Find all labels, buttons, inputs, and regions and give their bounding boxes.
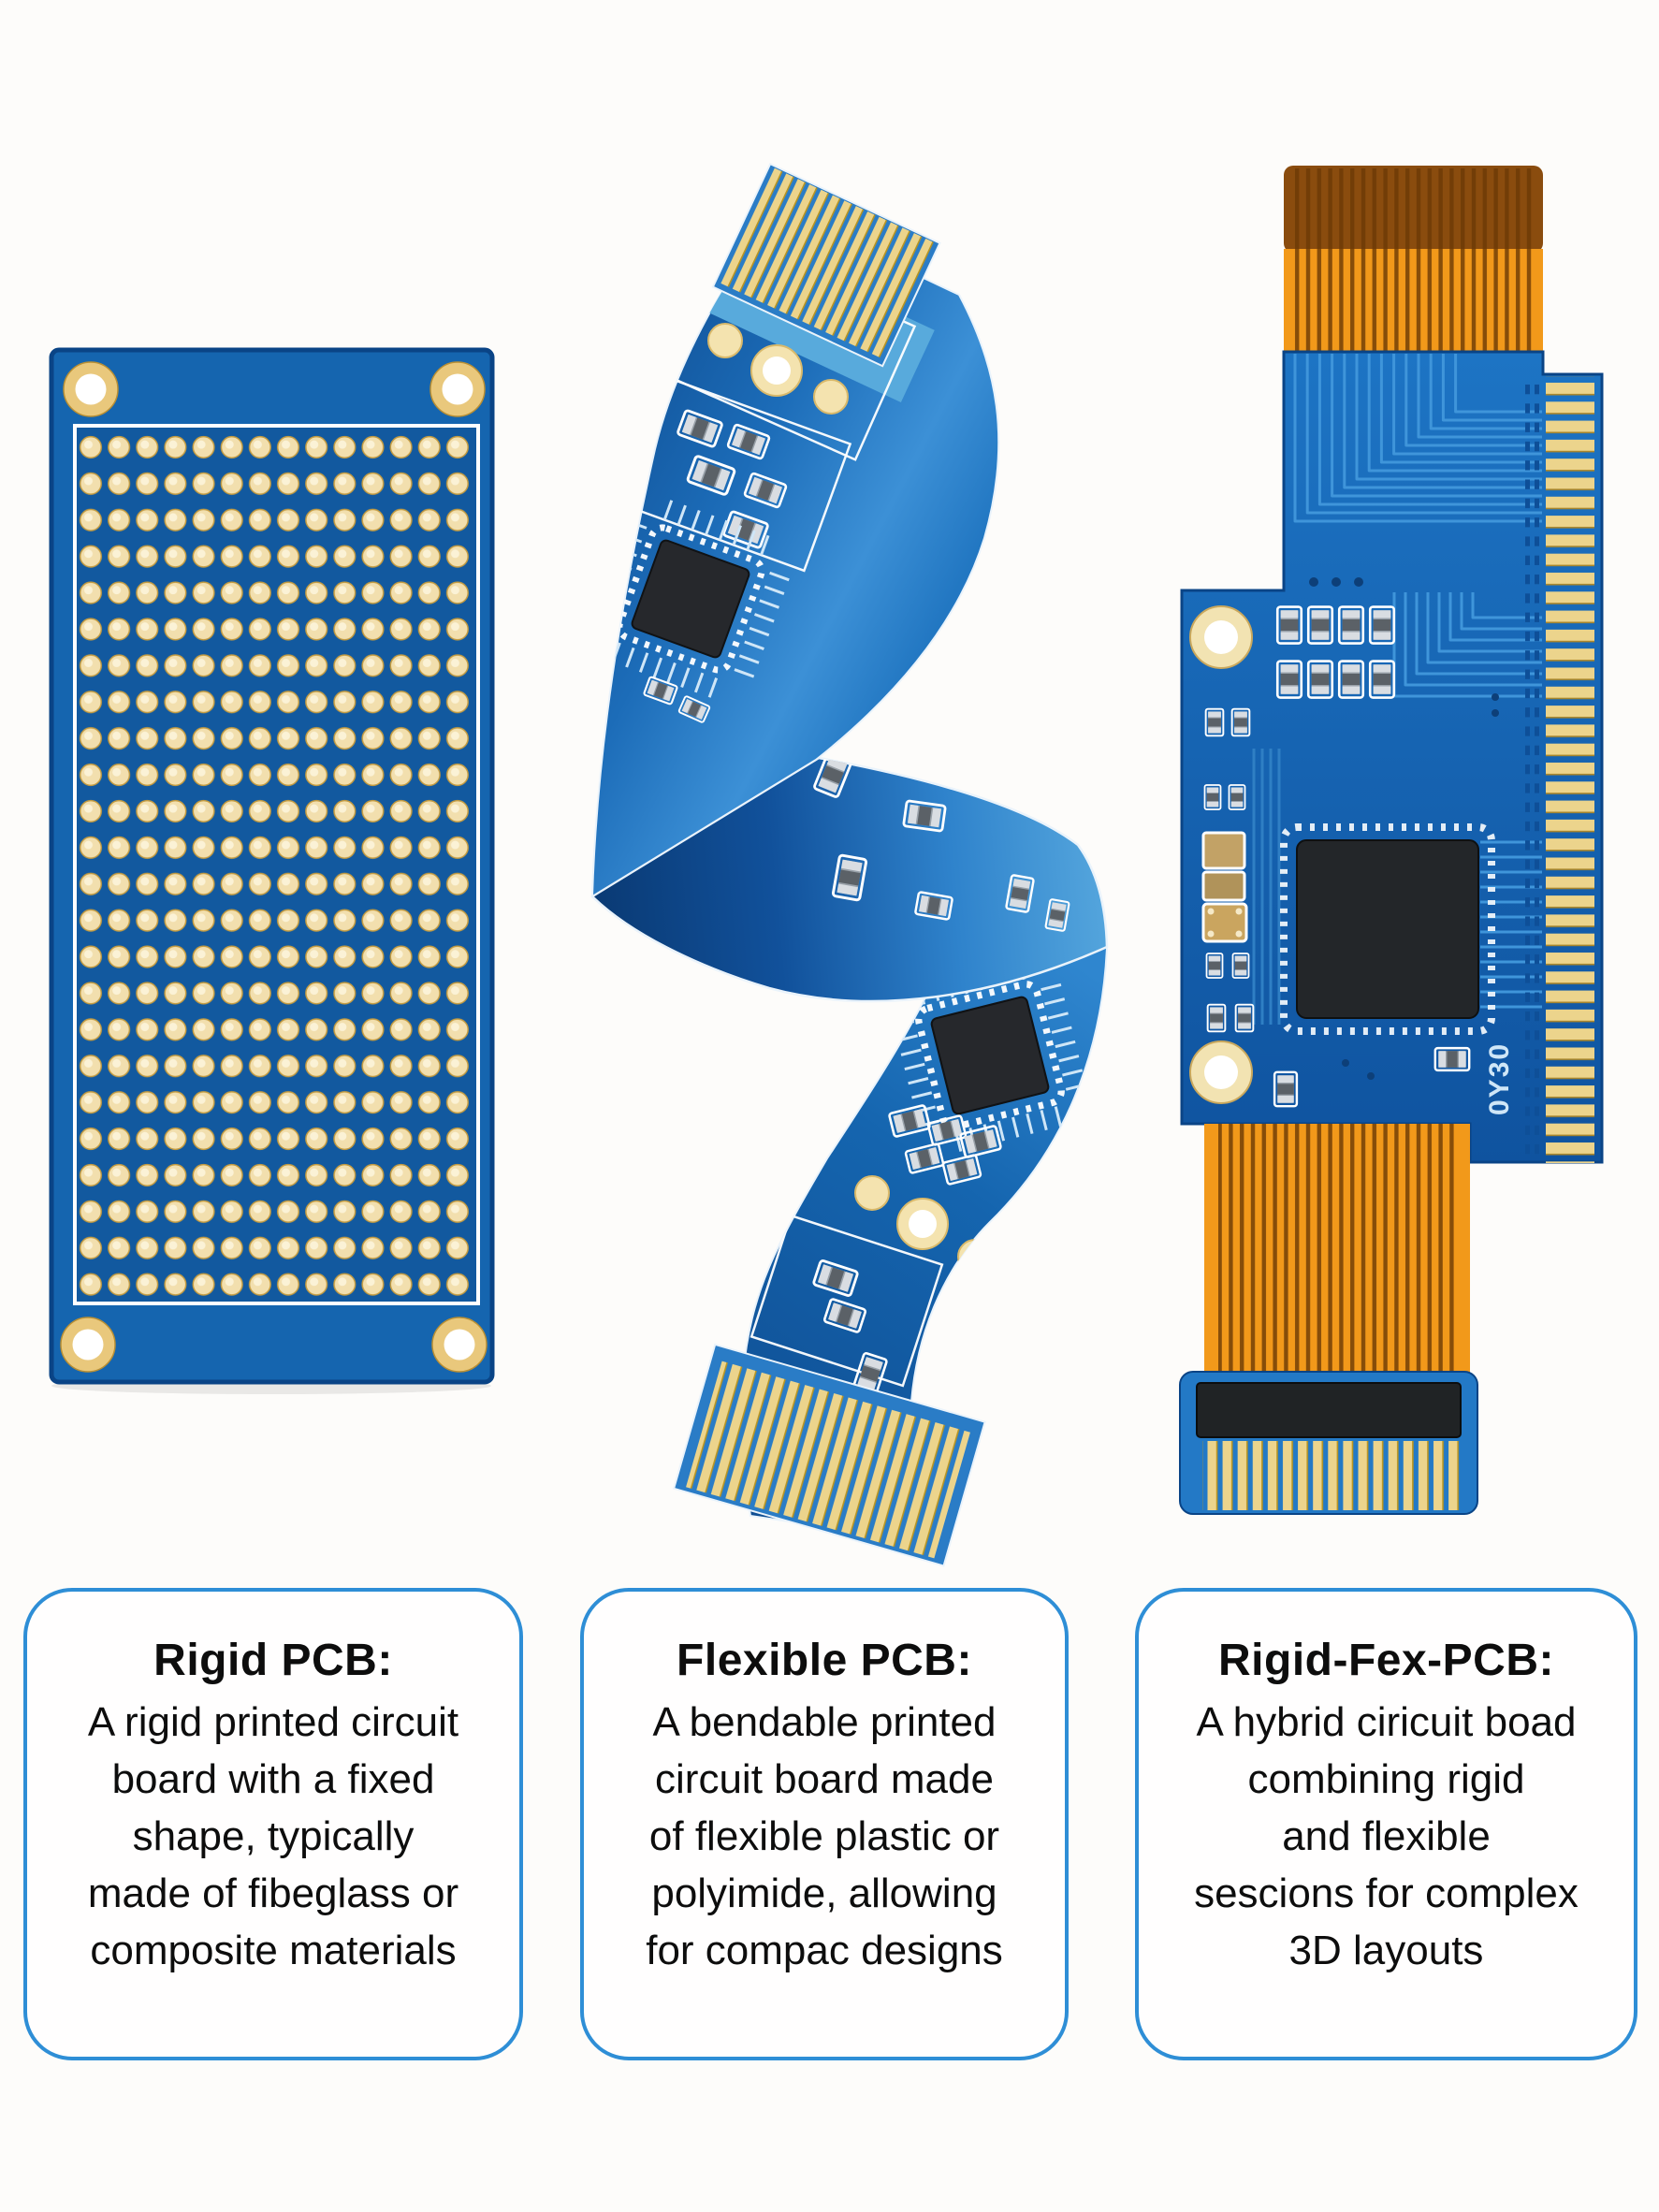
- flex-bottom-connector: [672, 1343, 986, 1567]
- gold-pad-with-dots: [1201, 902, 1248, 943]
- flex-top-connector: [711, 162, 941, 368]
- rigid-pcb-illustration: [49, 347, 495, 1394]
- card-edge-via-squares: [1525, 378, 1539, 1162]
- plated-hole: [750, 344, 803, 397]
- card-line: circuit board made: [655, 1756, 994, 1802]
- trace-bundle-left: [1252, 749, 1281, 1025]
- chip-trace-fan: [592, 500, 790, 698]
- mounting-hole: [63, 361, 119, 417]
- mounting-hole: [431, 1317, 488, 1373]
- card-edge-gold-pads: [1546, 376, 1594, 1163]
- rigid-pcb-card-title: Rigid PCB:: [153, 1636, 393, 1685]
- mounting-hole: [1189, 605, 1253, 669]
- rigid-flex-pcb-card-body: A hybrid ciricuit boad combining rigid a…: [1139, 1694, 1634, 1979]
- mounting-hole: [60, 1317, 116, 1373]
- silkscreen-text: 0Y30: [1484, 1042, 1515, 1115]
- pcb-illustrations: 0Y30: [49, 162, 1604, 1567]
- card-line: A rigid printed circuit: [87, 1699, 459, 1745]
- flex-ribbon-bottom-traces: [1218, 1124, 1456, 1375]
- gold-fingers: [686, 1361, 970, 1559]
- flexible-pcb-card-body: A bendable printed circuit board made of…: [584, 1694, 1065, 1979]
- solder-pad: [813, 379, 849, 415]
- rigid-pcb-card: Rigid PCB: A rigid printed circuit board…: [23, 1588, 523, 2060]
- solder-pad: [707, 323, 743, 358]
- card-line: A hybrid ciricuit boad: [1196, 1699, 1577, 1745]
- gold-fingers: [1202, 1441, 1461, 1510]
- silkscreen-zone-outline: [749, 1214, 944, 1388]
- bottom-connector: [1179, 1371, 1478, 1515]
- card-line: and flexible: [1282, 1813, 1491, 1859]
- card-line: A bendable printed: [652, 1699, 997, 1745]
- rigid-flex-pcb-illustration: 0Y30: [1179, 166, 1604, 1515]
- card-line: 3D layouts: [1288, 1928, 1484, 1973]
- chip-pin-pads: [1280, 823, 1495, 1035]
- card-line: of flexible plastic or: [648, 1813, 1000, 1859]
- flexible-pcb-card: Flexible PCB: A bendable printed circuit…: [580, 1588, 1069, 2060]
- rigid-flex-pcb-card: Rigid-Fex-PCB: A hybrid ciricuit boad co…: [1135, 1588, 1637, 2060]
- solder-pad: [854, 1175, 890, 1211]
- mounting-hole: [1189, 1041, 1253, 1104]
- rigid-pcb-card-body: A rigid printed circuit board with a fix…: [27, 1694, 519, 1979]
- fiducial-dots: [1309, 577, 1499, 1080]
- mounting-hole: [429, 361, 486, 417]
- smd-left-column: [1201, 707, 1471, 1108]
- card-line: board with a fixed: [111, 1756, 435, 1802]
- card-line: composite materials: [90, 1928, 457, 1973]
- card-line: made of fibeglass or: [87, 1870, 459, 1916]
- perfboard-holes-grid: [79, 429, 474, 1300]
- flex-ribbon-top-traces: [1292, 168, 1535, 352]
- rigid-flex-pcb-card-title: Rigid-Fex-PCB:: [1218, 1636, 1554, 1685]
- main-chip: [1296, 839, 1479, 1019]
- card-line: sescions for complex: [1194, 1870, 1579, 1916]
- connector-housing: [1196, 1382, 1462, 1438]
- plated-hole: [896, 1198, 949, 1250]
- card-line: polyimide, allowing: [651, 1870, 997, 1916]
- card-line: combining rigid: [1247, 1756, 1525, 1802]
- flexible-pcb-card-title: Flexible PCB:: [677, 1636, 972, 1685]
- gold-fingers: [720, 167, 936, 358]
- card-line: for compac designs: [646, 1928, 1003, 1973]
- solder-pad: [957, 1239, 993, 1274]
- trace-bundle-top: [1293, 354, 1542, 523]
- flexible-pcb-illustration: [589, 162, 1109, 1567]
- card-line: shape, typically: [132, 1813, 415, 1859]
